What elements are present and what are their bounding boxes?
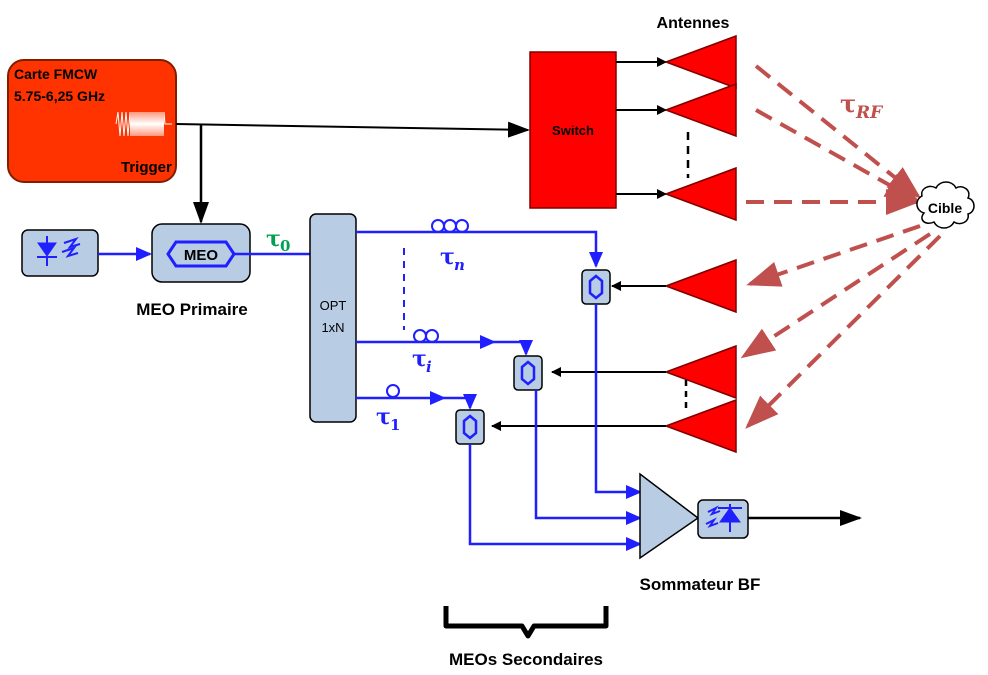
- meos-secondaires-label: MEOs Secondaires: [449, 650, 603, 669]
- opt-label-line1: OPT: [320, 298, 347, 313]
- fmcw-to-switch-line: [175, 121, 530, 138]
- opt-label-line2: 1xN: [321, 320, 344, 335]
- summer-input-1: [468, 444, 642, 551]
- fiber-branch-n: [356, 230, 603, 268]
- meo-secondaire-i: [513, 355, 543, 391]
- antennes-label: Antennes: [657, 15, 730, 32]
- tau-rf-symbol: τ: [840, 89, 856, 118]
- delay-coil-i: [413, 329, 439, 343]
- laser-diode-icon: [37, 236, 81, 266]
- tx-antenna-3: [663, 166, 737, 222]
- fmcw-frequency: 5.75-6,25 GHz: [14, 88, 105, 104]
- sommateur-bf: [639, 472, 700, 560]
- summer-input-i: [534, 390, 642, 525]
- cible-label: Cible: [928, 200, 962, 216]
- sommateur-label: Sommateur BF: [640, 575, 761, 594]
- meo-label: MEO: [184, 247, 219, 264]
- tau-i-subscript: i: [426, 358, 432, 376]
- tau-n-symbol: τ: [440, 244, 455, 270]
- delay-coil-n: [431, 219, 469, 233]
- summer-input-n: [594, 304, 642, 499]
- delay-coil-1: [386, 384, 400, 398]
- meo-secondaire-1: [455, 409, 485, 445]
- tau-1-symbol: τ: [376, 404, 391, 430]
- tau0-subscript: 0: [280, 237, 290, 255]
- chirp-waveform-icon: [115, 111, 172, 137]
- fiber-coupler-icon: [520, 360, 536, 386]
- trigger-label: Trigger: [121, 159, 172, 176]
- fiber-branches: [356, 230, 603, 410]
- switch-block: Switch: [529, 51, 617, 209]
- switch-label: Switch: [552, 123, 594, 138]
- rf-waves: [740, 64, 942, 429]
- fiber-coupler-icon: [588, 274, 604, 300]
- rf-wave-tx-1: [754, 64, 922, 199]
- photodiode-icon: [705, 504, 742, 532]
- meo-secondaire-n: [581, 269, 611, 305]
- photodiode-block: [697, 499, 749, 539]
- cloud-icon: [916, 181, 975, 229]
- fmcw-title: Carte FMCW: [14, 66, 98, 82]
- cible-target: Cible: [916, 181, 975, 229]
- tau-n-subscript: n: [454, 256, 465, 274]
- tau-i-symbol: τ: [412, 346, 427, 372]
- tx-antenna-2: [663, 82, 737, 138]
- laser-source: [21, 229, 99, 277]
- rf-wave-rx-i: [740, 232, 932, 359]
- fiber-branch-1-drop: [444, 394, 477, 410]
- secondary-meos-brace: [443, 606, 609, 639]
- fiber-branch-i-drop: [494, 340, 533, 356]
- summer-input-fibers: [468, 304, 642, 551]
- tau-1-subscript: 1: [390, 416, 400, 434]
- rf-wave-rx-n: [746, 224, 921, 287]
- fiber-coupler-icon: [462, 414, 478, 440]
- opt-splitter: OPT 1xN: [309, 213, 357, 423]
- rf-wave-rx-1: [745, 234, 942, 429]
- meo-primaire-label: MEO Primaire: [136, 300, 248, 319]
- rx-antenna-i: [663, 344, 737, 400]
- tau0-symbol: τ: [266, 226, 281, 252]
- fmcw-card: Carte FMCW 5.75-6,25 GHz Trigger: [7, 59, 177, 183]
- rf-wave-tx-2: [755, 108, 920, 202]
- tau-rf-subscript: RF: [855, 103, 884, 123]
- rx-antenna-n: [663, 258, 737, 314]
- rx-antenna-1: [663, 398, 737, 454]
- tx-antenna-1: [663, 34, 737, 90]
